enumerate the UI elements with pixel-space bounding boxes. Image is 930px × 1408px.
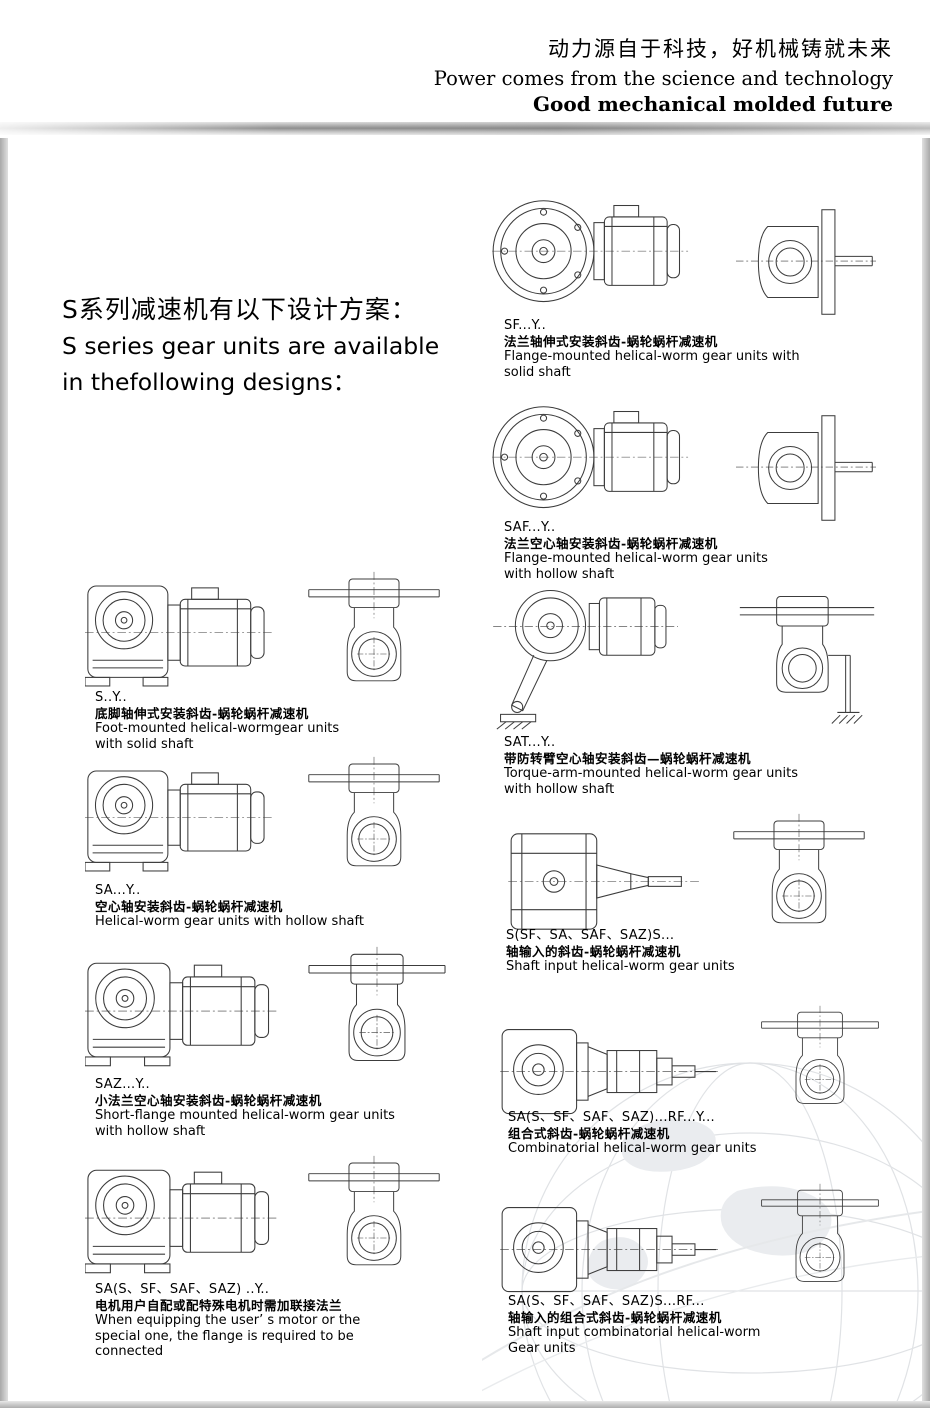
item-label: S(SF、SA、SAF、SAZ)S... 轴输入的斜齿-蜗轮蜗杆减速机 Shaf… bbox=[506, 928, 735, 975]
item-label: SA...Y.. 空心轴安装斜齿-蜗轮蜗杆减速机 Helical-worm ge… bbox=[95, 883, 364, 930]
item-label: SA(S、SF、SAF、SAZ)S...RF... 轴输入的组合式斜齿-蜗轮蜗杆… bbox=[508, 1294, 760, 1356]
slogan-bold: Good mechanical molded future bbox=[532, 92, 893, 116]
name-cn: 电机用户自配或配特殊电机时需加联接法兰 bbox=[95, 1297, 343, 1313]
intro-title-cn: S系列减速机有以下设计方案： bbox=[62, 295, 417, 324]
item-label: S..Y.. 底脚轴伸式安装斜齿-蜗轮蜗杆减速机 Foot-mounted he… bbox=[95, 690, 339, 752]
name-cn: 组合式斜齿-蜗轮蜗杆减速机 bbox=[508, 1125, 670, 1141]
gear-unit-end-view-drawing bbox=[308, 1155, 440, 1266]
name-en: Foot-mounted helical-wormgear units with… bbox=[95, 721, 340, 752]
slogan-english: Power comes from the science and technol… bbox=[433, 67, 893, 90]
model-code: S..Y.. bbox=[95, 690, 127, 705]
gear-unit-side-view-drawing bbox=[85, 770, 273, 872]
gear-item-shaft-input-combinatorial: SA(S、SF、SAF、SAZ)S...RF... 轴输入的组合式斜齿-蜗轮蜗杆… bbox=[500, 1182, 910, 1362]
name-en: Helical-worm gear units with hollow shaf… bbox=[95, 914, 364, 929]
gear-unit-combination-drawing bbox=[500, 1207, 719, 1293]
name-en: Short-flange mounted helical-worm gear u… bbox=[95, 1108, 395, 1139]
item-label: SA(S、SF、SAF、SAZ) ..Y.. 电机用户自配或配特殊电机时需加联接… bbox=[95, 1282, 360, 1360]
name-en: When equipping the user’ s motor or the … bbox=[95, 1313, 361, 1359]
globe-watermark bbox=[482, 1062, 922, 1401]
gear-unit-end-view-drawing bbox=[308, 946, 446, 1062]
page-edge-right bbox=[922, 138, 930, 1401]
name-cn: 法兰轴伸式安装斜齿-蜗轮蜗杆减速机 bbox=[504, 333, 718, 349]
name-cn: 轴输入的组合式斜齿-蜗轮蜗杆减速机 bbox=[508, 1309, 722, 1325]
item-label: SAF...Y.. 法兰空心轴安装斜齿-蜗轮蜗杆减速机 Flange-mount… bbox=[504, 520, 768, 582]
gear-unit-side-view-drawing bbox=[85, 585, 273, 687]
gear-unit-shaft-input-drawing bbox=[508, 833, 702, 930]
slogan-chinese: 动力源自于科技，好机械铸就未来 bbox=[548, 37, 893, 61]
name-cn: 底脚轴伸式安装斜齿-蜗轮蜗杆减速机 bbox=[95, 705, 309, 721]
gear-item-sa: SA...Y.. 空心轴安装斜齿-蜗轮蜗杆减速机 Helical-worm ge… bbox=[85, 755, 495, 945]
gear-unit-end-view-drawing bbox=[736, 209, 876, 315]
item-label: SA(S、SF、SAF、SAZ)...RF...Y... 组合式斜齿-蜗轮蜗杆减… bbox=[508, 1110, 757, 1157]
gear-unit-side-view-drawing bbox=[85, 962, 277, 1067]
name-cn: 小法兰空心轴安装斜齿-蜗轮蜗杆减速机 bbox=[95, 1092, 322, 1108]
gear-unit-end-view-drawing bbox=[308, 756, 440, 867]
gear-item-combinatorial: SA(S、SF、SAF、SAZ)...RF...Y... 组合式斜齿-蜗轮蜗杆减… bbox=[500, 1002, 910, 1167]
gear-item-sf: SF...Y.. 法兰轴伸式安装斜齿-蜗轮蜗杆减速机 Flange-mounte… bbox=[490, 190, 900, 390]
gear-unit-flange-view-drawing bbox=[491, 200, 689, 303]
page-edge-left bbox=[0, 138, 8, 1401]
page-edge-bottom bbox=[0, 1401, 930, 1408]
gear-unit-end-view-drawing bbox=[736, 415, 876, 521]
gear-item-saf: SAF...Y.. 法兰空心轴安装斜齿-蜗轮蜗杆减速机 Flange-mount… bbox=[490, 398, 900, 588]
model-code: SA(S、SF、SAF、SAZ)...RF...Y... bbox=[508, 1110, 715, 1125]
gear-unit-side-view-drawing bbox=[85, 1169, 277, 1274]
name-cn: 轴输入的斜齿-蜗轮蜗杆减速机 bbox=[506, 943, 681, 959]
model-code: SA(S、SF、SAF、SAZ) ..Y.. bbox=[95, 1282, 270, 1297]
gear-unit-torque-arm-drawing bbox=[492, 590, 679, 730]
gear-item-saz: SAZ...Y.. 小法兰空心轴安装斜齿-蜗轮蜗杆减速机 Short-flang… bbox=[85, 945, 495, 1145]
name-en: Flange-mounted helical-worm gear units w… bbox=[504, 551, 768, 582]
gear-unit-end-view-drawing bbox=[308, 571, 440, 682]
gear-item-shaft-input: S(SF、SA、SAF、SAZ)S... 轴输入的斜齿-蜗轮蜗杆减速机 Shaf… bbox=[500, 812, 910, 992]
gear-item-s: S..Y.. 底脚轴伸式安装斜齿-蜗轮蜗杆减速机 Foot-mounted he… bbox=[85, 568, 495, 768]
model-code: SA(S、SF、SAF、SAZ)S...RF... bbox=[508, 1294, 705, 1309]
model-code: SAT...Y.. bbox=[504, 735, 556, 750]
name-cn: 法兰空心轴安装斜齿-蜗轮蜗杆减速机 bbox=[504, 535, 718, 551]
name-cn: 空心轴安装斜齿-蜗轮蜗杆减速机 bbox=[95, 898, 283, 914]
model-code: SF...Y.. bbox=[504, 318, 547, 333]
intro-title-en-line2: in thefollowing designs： bbox=[62, 368, 357, 396]
model-code: S(SF、SA、SAF、SAZ)S... bbox=[506, 928, 675, 943]
gear-unit-end-view-drawing bbox=[733, 813, 865, 924]
model-code: SAZ...Y.. bbox=[95, 1077, 150, 1092]
name-cn: 带防转臂空心轴安装斜齿—蜗轮蜗杆减速机 bbox=[504, 750, 752, 766]
gear-item-sa-flange-note: SA(S、SF、SAF、SAZ) ..Y.. 电机用户自配或配特殊电机时需加联接… bbox=[85, 1152, 495, 1367]
model-code: SAF...Y.. bbox=[504, 520, 556, 535]
intro-title-en-line1: S series gear units are available bbox=[62, 332, 440, 360]
name-en: Shaft input combinatorial helical-worm G… bbox=[508, 1325, 761, 1356]
gear-unit-end-view-drawing bbox=[761, 1183, 879, 1282]
gear-unit-end-view-drawing bbox=[761, 1005, 879, 1104]
name-en: Torque-arm-mounted helical-worm gear uni… bbox=[504, 766, 799, 797]
item-label: SAT...Y.. 带防转臂空心轴安装斜齿—蜗轮蜗杆减速机 Torque-arm… bbox=[504, 735, 798, 797]
name-en: Flange-mounted helical-worm gear units w… bbox=[504, 349, 800, 380]
gear-unit-flange-view-drawing bbox=[491, 406, 689, 509]
intro-title: S系列减速机有以下设计方案： S series gear units are a… bbox=[62, 290, 439, 398]
gear-unit-end-view-drawing bbox=[739, 596, 875, 724]
model-code: SA...Y.. bbox=[95, 883, 141, 898]
header-slogan: 动力源自于科技，好机械铸就未来 Power comes from the sci… bbox=[434, 33, 893, 116]
name-en: Combinatorial helical-worm gear units bbox=[508, 1141, 757, 1156]
item-label: SF...Y.. 法兰轴伸式安装斜齿-蜗轮蜗杆减速机 Flange-mounte… bbox=[504, 318, 800, 380]
item-label: SAZ...Y.. 小法兰空心轴安装斜齿-蜗轮蜗杆减速机 Short-flang… bbox=[95, 1077, 395, 1139]
name-en: Shaft input helical-worm gear units bbox=[506, 959, 735, 974]
gear-item-sat: SAT...Y.. 带防转臂空心轴安装斜齿—蜗轮蜗杆减速机 Torque-arm… bbox=[490, 585, 900, 805]
divider-bar bbox=[0, 122, 930, 135]
